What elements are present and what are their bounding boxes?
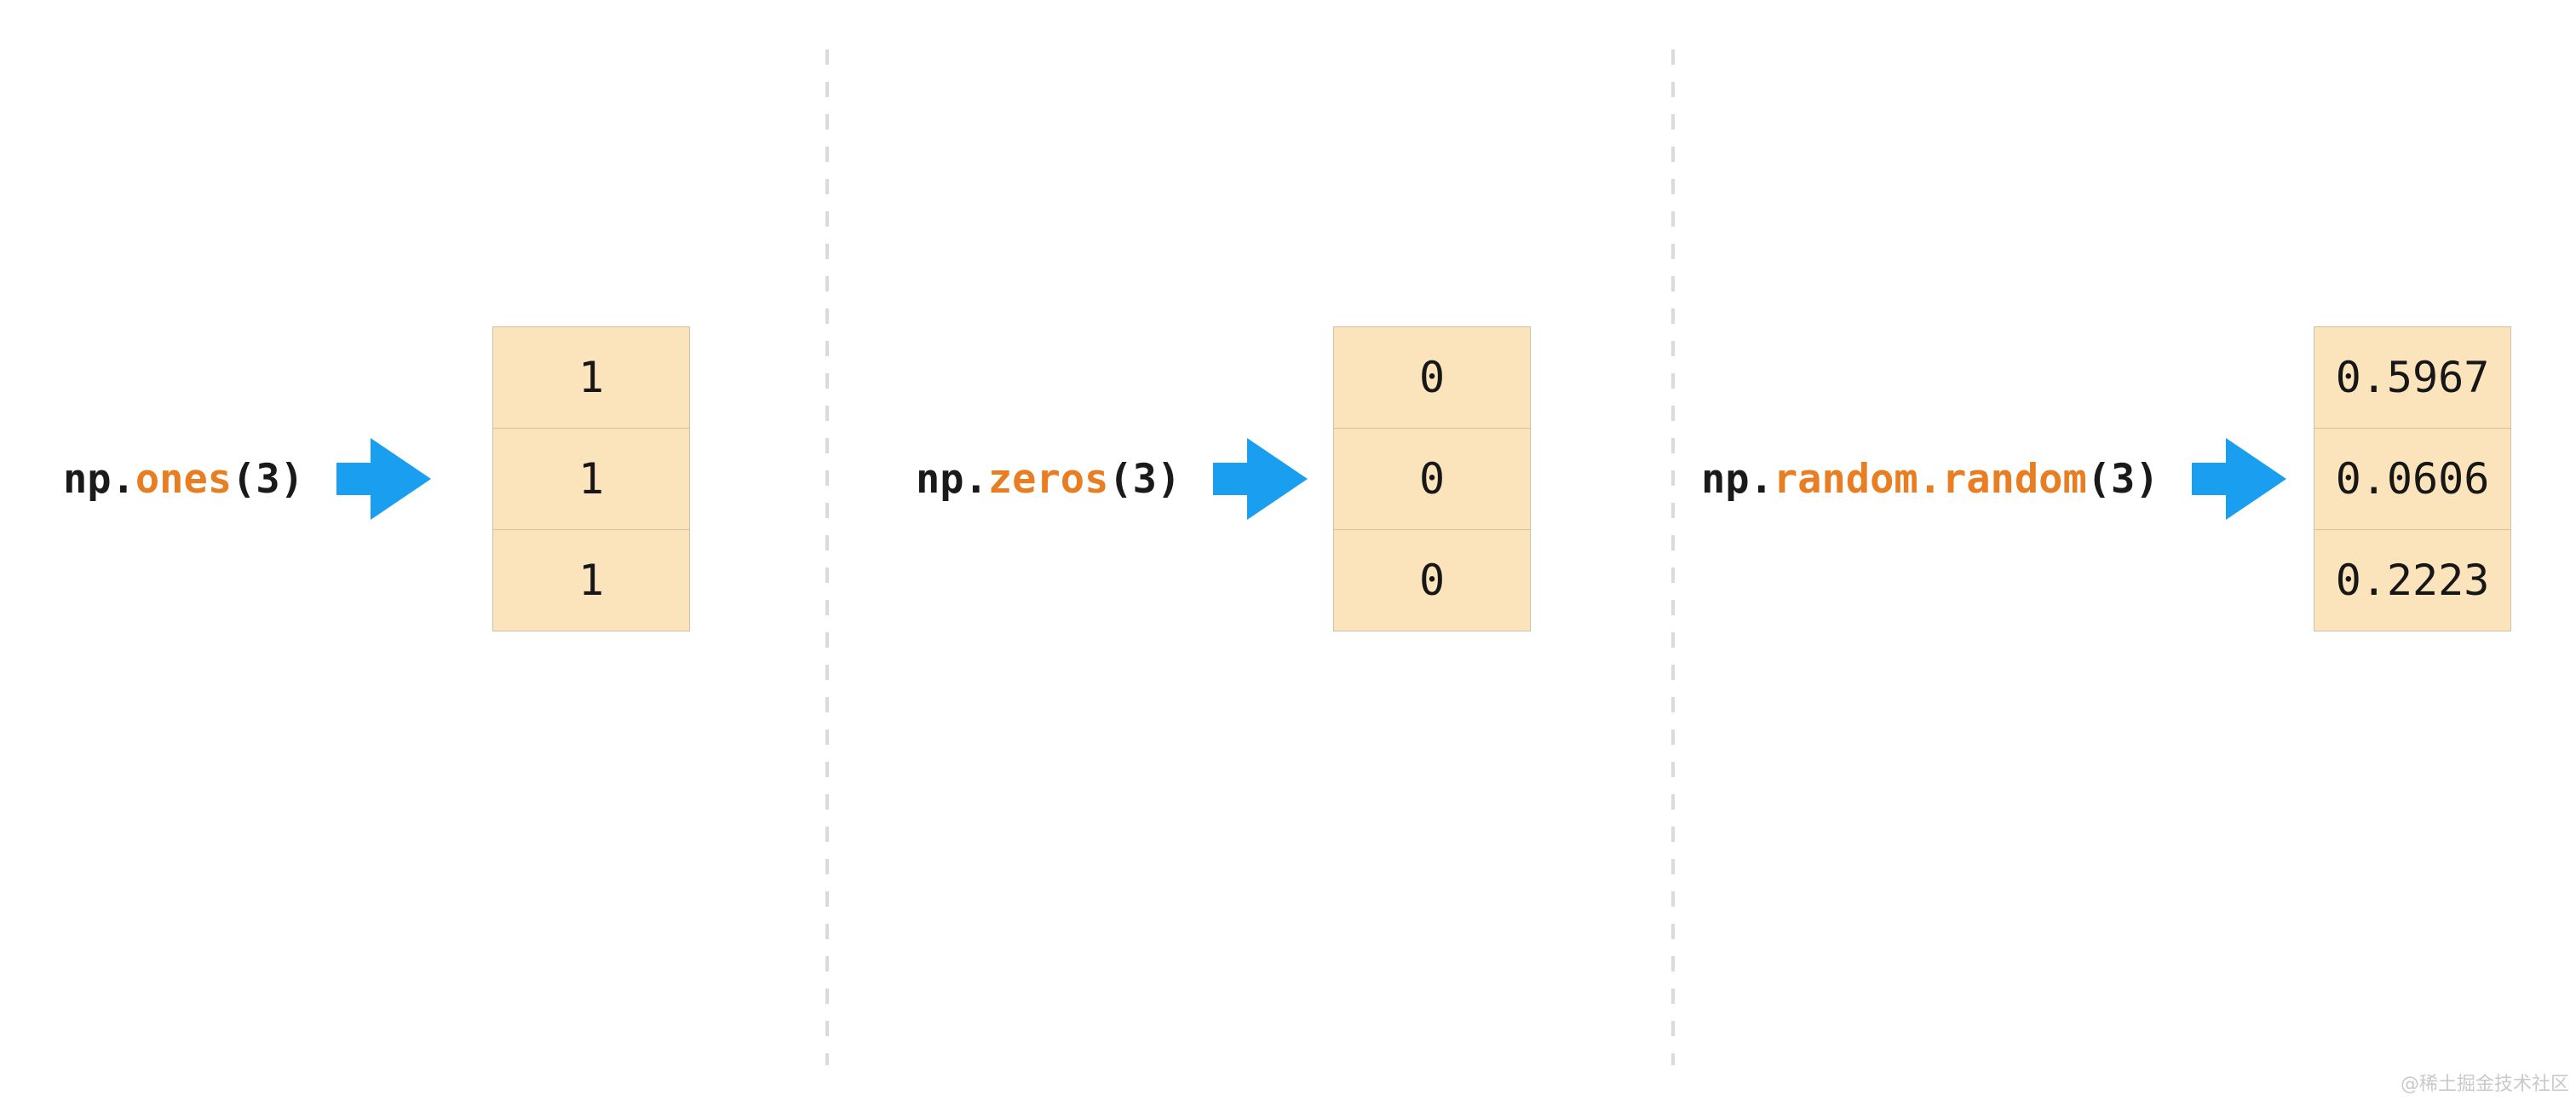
array-stack-ones: 1 1 1 [492,326,690,631]
panel-divider [1671,49,1675,1065]
array-cell: 1 [578,353,605,402]
panel-ones: np.ones(3) [63,326,432,631]
code-prefix: np. [63,455,135,503]
code-suffix: (3) [1108,455,1182,503]
array-cell: 0 [1334,428,1530,529]
right-arrow-icon [2191,438,2286,520]
function-name: ones [135,455,233,503]
function-name: zeros [987,455,1109,503]
array-cell: 1 [493,428,689,529]
array-cell: 0.5967 [2335,353,2490,402]
panel-divider [825,49,829,1065]
function-name: random.random [1773,455,2087,503]
code-suffix: (3) [2086,455,2159,503]
code-label-random: np.random.random(3) [1701,459,2159,499]
array-cell: 1 [493,529,689,631]
array-stack-random: 0.5967 0.0606 0.2223 [2314,326,2511,631]
watermark: @稀土掘金技术社区 [2400,1073,2569,1095]
code-prefix: np. [1701,455,1774,503]
code-label-ones: np.ones(3) [63,459,304,499]
panel-random: np.random.random(3) [1701,326,2287,631]
array-cell: 0 [1418,353,1446,402]
code-prefix: np. [916,455,988,503]
code-suffix: (3) [232,455,304,503]
array-cell: 0.0606 [2314,428,2510,529]
right-arrow-icon [1213,438,1308,520]
array-cell: 0.2223 [2314,529,2510,631]
array-stack-zeros: 0 0 0 [1333,326,1531,631]
right-arrow-icon [336,438,431,520]
panel-zeros: np.zeros(3) [916,326,1308,631]
array-cell: 0 [1334,529,1530,631]
code-label-zeros: np.zeros(3) [916,459,1181,499]
